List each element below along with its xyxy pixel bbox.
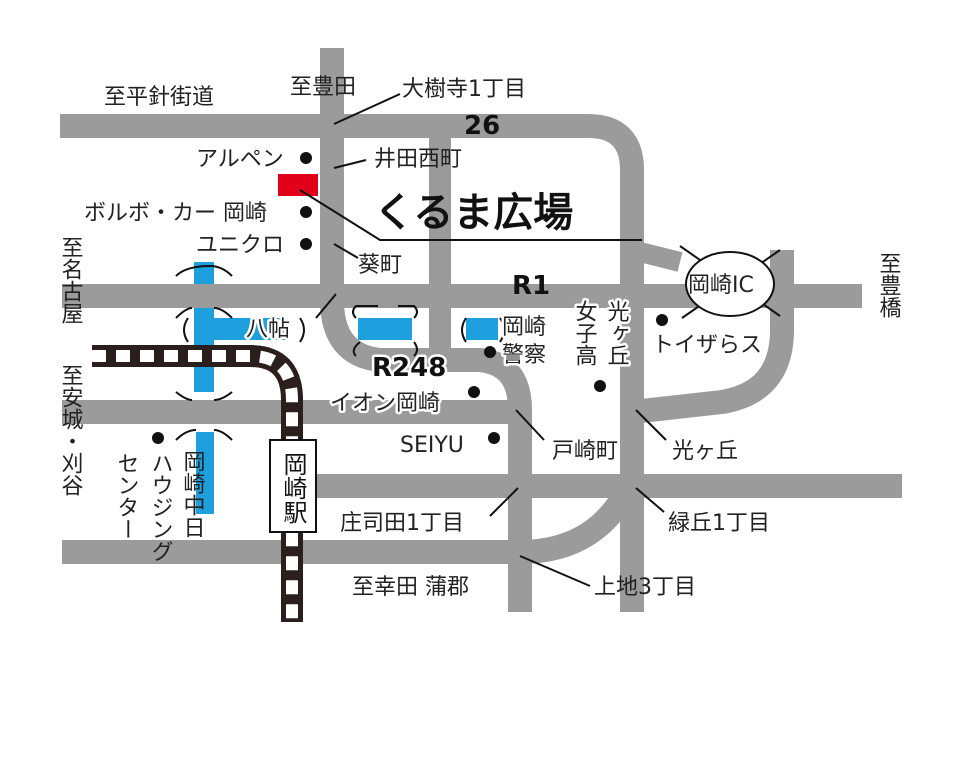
river-horizontal-mid: [358, 318, 412, 340]
station-label: 岡崎駅: [279, 452, 307, 524]
destination-marker: [278, 174, 318, 196]
intersection-idanishi: 井田西町: [374, 147, 462, 172]
intersection-tosaki: 戸崎町: [552, 439, 618, 464]
road-north-south-west: [320, 48, 532, 612]
bridge-marks: [175, 264, 505, 441]
landmark-girls-hs-2: 女子高: [572, 300, 597, 366]
destination: くるま広場: [278, 174, 642, 241]
landmark-housing-2: センター: [114, 452, 139, 540]
river-vertical-lower: [196, 432, 214, 514]
road-hikarigaoka: [630, 250, 794, 424]
landmark-aeon: イオン岡崎: [330, 391, 440, 416]
intersection-kamiji: 上地3丁目: [594, 575, 696, 600]
route-26-label: 26: [464, 111, 500, 141]
landmark-okazaki-chubu: 岡崎中日: [180, 450, 205, 538]
station-box: [269, 439, 317, 533]
direction-kota-gamagori: 至幸田 蒲郡: [352, 575, 469, 600]
landmark-police-1: 岡崎: [502, 315, 546, 340]
route-r1-label: R1: [512, 271, 550, 301]
okazaki-station: 岡崎駅: [269, 439, 317, 533]
railway-track-dash: [92, 350, 298, 622]
intersection-hacchou: 八帖: [246, 317, 290, 342]
landmark-housing-1: ハウジング: [148, 452, 173, 562]
ic-label: 岡崎IC: [688, 273, 754, 298]
destination-leader: [299, 189, 642, 241]
landmark-volvo: ボルボ・カー 岡崎: [84, 201, 267, 226]
landmark-girls-hs-1: 光ヶ丘: [604, 300, 630, 366]
road-bottom-horizontal: [62, 474, 643, 564]
landmark-uniqlo: ユニクロ: [196, 233, 284, 258]
river-horizontal-east: [466, 318, 498, 340]
ic-circle: [685, 251, 775, 317]
road-ic-connector: [629, 240, 683, 272]
landmark-alpen: アルペン: [196, 147, 284, 172]
direction-toyohashi: 至豊橋: [876, 252, 902, 318]
intersection-midorigaoka: 緑丘1丁目: [668, 511, 770, 536]
river-horizontal-west: [194, 318, 286, 340]
direction-anjo-kariya: 至安城・刈谷: [58, 364, 84, 496]
route-r248-label: R248: [372, 353, 446, 383]
landmark-police-2: 警察: [502, 343, 546, 368]
intersection-aoi: 葵町: [358, 253, 402, 278]
railway: [92, 345, 303, 622]
direction-hirabari: 至平針街道: [104, 85, 214, 110]
landmark-seiyu: SEIYU: [400, 433, 464, 458]
road-26: [60, 114, 644, 612]
intersection-hikarigaoka: 光ヶ丘: [672, 439, 738, 464]
destination-name: くるま広場: [374, 190, 573, 236]
okazaki-ic: 岡崎IC: [679, 245, 781, 319]
intersection-daijuji: 大樹寺1丁目: [402, 77, 526, 102]
direction-nagoya: 至名古屋: [58, 236, 84, 324]
intersection-shoshida: 庄司田1丁目: [340, 511, 464, 536]
landmark-toysrus: トイザらス: [652, 333, 762, 358]
direction-toyota: 至豊田: [290, 75, 356, 100]
